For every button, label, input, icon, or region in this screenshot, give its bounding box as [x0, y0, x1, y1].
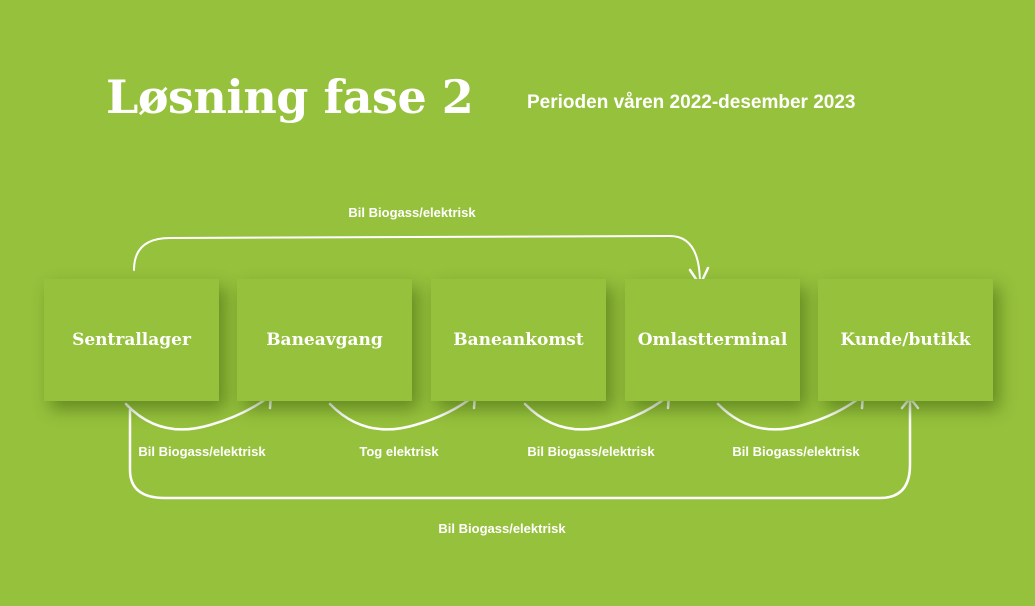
edge-label-bottom: Bil Biogass/elektrisk: [438, 521, 566, 536]
arrow-3: [523, 394, 670, 431]
edge-label-2: Tog elektrisk: [359, 444, 439, 459]
arrow-4: [716, 394, 864, 431]
arrow-2: [328, 394, 476, 431]
page-title: Løsning fase 2: [106, 70, 474, 124]
node-kunde-butikk: Kunde/butikk: [818, 279, 993, 401]
edge-label-1: Bil Biogass/elektrisk: [138, 444, 266, 459]
node-sentrallager: Sentrallager: [44, 279, 219, 401]
edge-label-top: Bil Biogass/elektrisk: [348, 205, 476, 220]
edge-label-4: Bil Biogass/elektrisk: [732, 444, 860, 459]
bottom-arrow: [128, 398, 912, 500]
arrow-1: [124, 394, 272, 431]
node-omlastterminal: Omlastterminal: [625, 279, 800, 401]
subtitle: Perioden våren 2022-desember 2023: [527, 92, 856, 113]
node-baneavgang: Baneavgang: [237, 279, 412, 401]
edge-label-3: Bil Biogass/elektrisk: [527, 444, 655, 459]
top-arrow: [133, 234, 701, 285]
node-baneankomst: Baneankomst: [431, 279, 606, 401]
